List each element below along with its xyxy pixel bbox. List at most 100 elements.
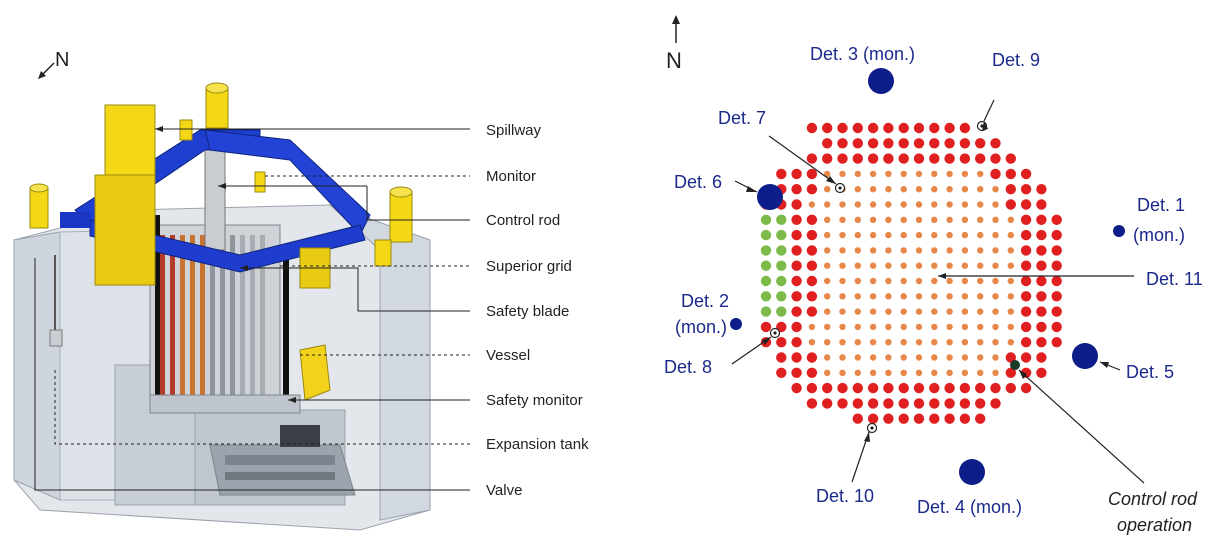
label-det-7: Det. 7 <box>718 108 766 128</box>
rod-position <box>883 382 894 394</box>
rod-position <box>885 293 892 300</box>
rod-position <box>1005 184 1016 195</box>
yellow-equipment <box>29 82 413 289</box>
rod-position <box>931 247 938 254</box>
rod-position <box>760 229 772 241</box>
rod-position <box>992 369 999 376</box>
rod-position <box>854 247 861 254</box>
rod-position <box>776 337 787 348</box>
rod-position <box>977 339 984 346</box>
rod-position <box>944 122 955 134</box>
rod-position <box>824 323 831 331</box>
rod-position <box>900 354 907 361</box>
rod-position <box>822 138 833 149</box>
rod-position <box>977 201 984 208</box>
rod-position <box>959 382 971 394</box>
rod-position <box>824 247 831 254</box>
rod-position <box>791 245 802 256</box>
rod-position <box>824 369 831 376</box>
rod-position <box>946 201 953 208</box>
rod-position <box>915 247 923 254</box>
rod-position <box>867 138 879 149</box>
rod-position <box>885 262 892 269</box>
reactor-cutaway-panel: N <box>0 0 612 538</box>
rod-position <box>852 153 863 164</box>
rod-position <box>854 369 861 376</box>
rod-position <box>885 339 892 346</box>
rod-position <box>806 291 818 302</box>
rod-position <box>867 153 879 164</box>
rod-position <box>992 216 999 223</box>
rod-position <box>869 262 877 269</box>
rod-position <box>1051 321 1062 333</box>
rod-position <box>1020 291 1032 302</box>
rod-position <box>931 201 938 208</box>
rod-position <box>975 382 986 394</box>
rod-position <box>1007 339 1014 346</box>
control-rod-position <box>1010 360 1020 370</box>
rod-position <box>1005 352 1016 363</box>
rod-position <box>961 277 969 285</box>
rod-position <box>854 170 861 178</box>
rod-position <box>1036 367 1047 378</box>
rod-position <box>760 214 772 225</box>
rod-position <box>1036 229 1047 241</box>
rod-position <box>977 277 984 285</box>
rod-position <box>946 354 953 361</box>
rod-position <box>961 339 969 346</box>
rod-position <box>791 168 802 180</box>
rod-grid <box>760 122 1062 424</box>
north-arrow-right: N <box>666 15 682 73</box>
rod-position <box>931 186 938 193</box>
rod-position <box>900 216 907 223</box>
rod-position <box>915 201 923 208</box>
rod-position <box>869 354 877 361</box>
rod-position <box>913 398 925 409</box>
rod-position <box>1051 275 1062 287</box>
rod-position <box>977 247 984 254</box>
rod-position <box>961 369 969 376</box>
rod-position <box>837 138 848 149</box>
rod-position <box>915 323 923 331</box>
rod-position <box>961 186 969 193</box>
rod-position <box>776 260 787 271</box>
rod-position <box>961 354 969 361</box>
label-det-10: Det. 10 <box>816 486 874 506</box>
label-control-rod: Control rod <box>486 212 560 229</box>
rod-position <box>822 153 833 164</box>
label-det-1-mon: (mon.) <box>1133 225 1185 245</box>
rod-position <box>806 153 818 164</box>
rod-position <box>992 277 999 285</box>
rod-position <box>1036 337 1047 348</box>
rod-position <box>806 260 818 271</box>
rod-position <box>900 369 907 376</box>
core-map-panel: N Det. <box>612 0 1219 538</box>
rod-position <box>944 138 955 149</box>
rod-position <box>839 339 846 346</box>
label-det-4: Det. 4 (mon.) <box>917 497 1022 517</box>
rod-position <box>852 122 863 134</box>
label-det-2-mon: (mon.) <box>675 317 727 337</box>
rod-position <box>915 216 923 223</box>
rod-position <box>760 306 772 317</box>
rod-position <box>898 153 909 164</box>
rod-position <box>760 245 772 256</box>
label-control-rod-operation-line2: operation <box>1117 515 1192 535</box>
rod-position <box>929 413 940 424</box>
rod-position <box>776 306 787 317</box>
rod-position <box>992 339 999 346</box>
rod-position <box>854 216 861 223</box>
rod-position <box>1005 367 1016 378</box>
rod-position <box>946 247 953 254</box>
rod-position <box>992 262 999 269</box>
rod-position <box>1020 229 1032 241</box>
rod-position <box>806 352 818 363</box>
rod-position <box>992 354 999 361</box>
rod-position <box>885 354 892 361</box>
rod-position <box>839 262 846 269</box>
rod-position <box>1051 245 1062 256</box>
rod-position <box>977 231 984 239</box>
rod-position <box>1036 291 1047 302</box>
rod-position <box>852 398 863 409</box>
rod-position <box>822 398 833 409</box>
